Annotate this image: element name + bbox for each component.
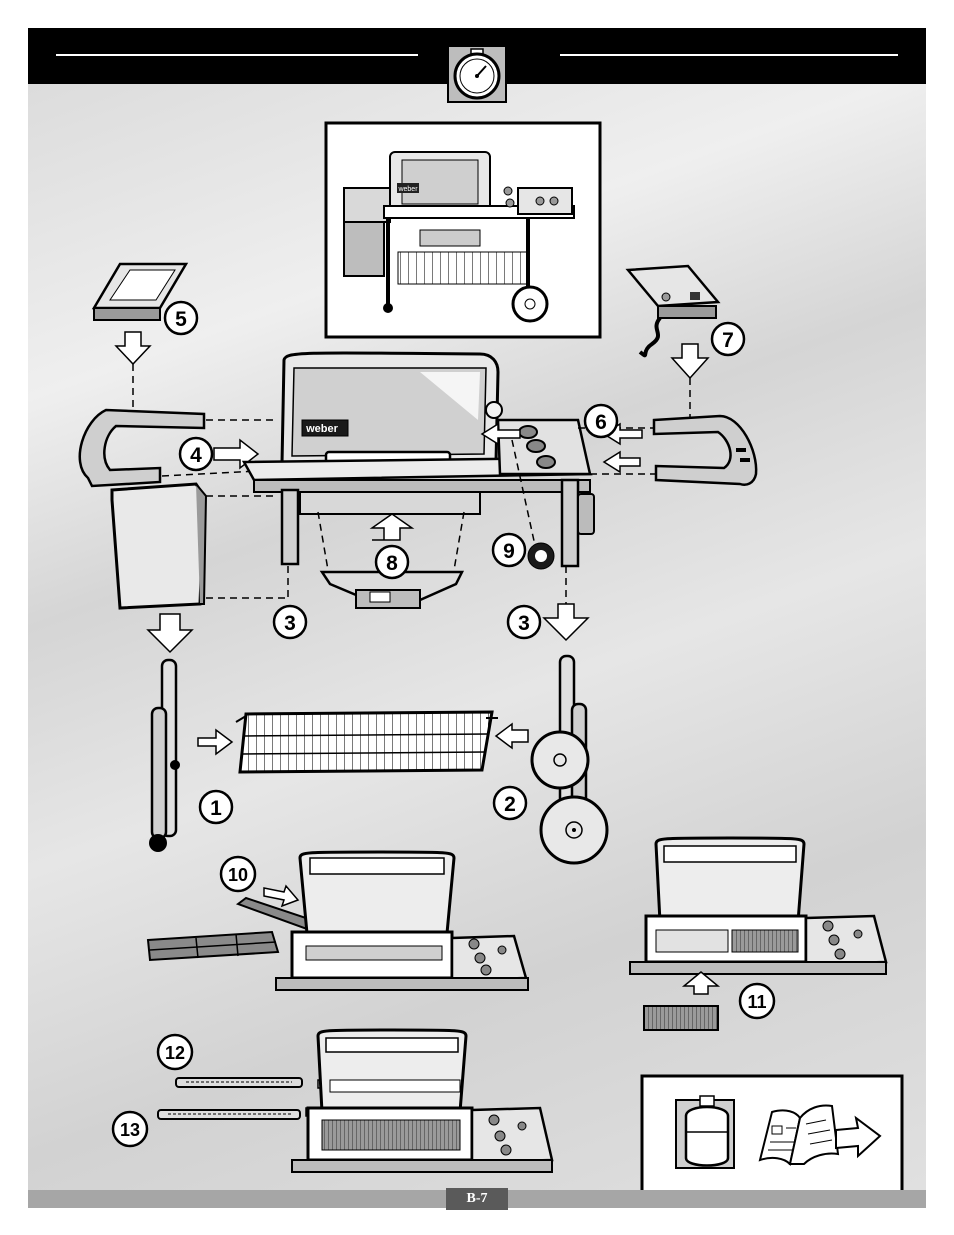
inset-logo: weber: [397, 186, 418, 193]
callout-label: 8: [386, 552, 398, 575]
callout-label: 2: [504, 793, 516, 816]
assembled-grill-inset: weber: [326, 123, 600, 337]
arrow-8-up: [372, 514, 412, 540]
callout-3-right: 3: [508, 606, 540, 638]
notice-box: [642, 1076, 902, 1192]
propane-tank-icon: [676, 1096, 734, 1168]
left-storage-bin: [112, 484, 206, 608]
cooking-grate-13: [158, 1110, 300, 1119]
callout-label: 12: [165, 1043, 185, 1063]
arrow-bin-down: [148, 614, 192, 652]
callout-label: 10: [228, 865, 248, 885]
callout-label: 5: [175, 308, 187, 331]
callout-label: 4: [190, 444, 202, 467]
right-frame-handle: [654, 416, 756, 485]
grill-step12-13: [292, 1030, 552, 1172]
callout-label: 3: [284, 612, 296, 635]
callout-label: 11: [747, 992, 766, 1012]
callout-1: 1: [200, 791, 232, 823]
arrow-7-left: [604, 452, 640, 472]
callout-2: 2: [494, 787, 526, 819]
callout-3-left: 3: [274, 606, 306, 638]
callout-5: 5: [165, 302, 197, 334]
callout-7: 7: [712, 323, 744, 355]
callout-label: 13: [120, 1120, 140, 1140]
callout-8: 8: [376, 546, 408, 578]
callout-label: 9: [503, 540, 515, 563]
callout-10: 10: [221, 857, 255, 891]
arrow-1-right: [198, 730, 232, 754]
callout-13: 13: [113, 1112, 147, 1146]
callout-label: 1: [210, 797, 222, 820]
arrow-7-down: [672, 344, 708, 378]
right-side-control-panel: [628, 266, 718, 355]
callout-4: 4: [180, 438, 212, 470]
grill-step11: [630, 838, 886, 974]
page-number: B-7: [446, 1188, 508, 1210]
callout-label: 7: [722, 329, 734, 352]
callout-12: 12: [158, 1035, 192, 1069]
callout-6: 6: [585, 405, 617, 437]
callout-label: 6: [595, 411, 607, 434]
igniter-knob: [528, 543, 554, 569]
right-leg-wheel-assembly: [532, 656, 607, 863]
stopwatch-icon: [448, 46, 506, 102]
bottom-shelf-grate: [236, 712, 498, 772]
arrow-3-right-down: [544, 604, 588, 640]
warming-rack-part: [644, 1006, 718, 1030]
lid-logo: weber: [305, 423, 339, 435]
callout-9: 9: [493, 534, 525, 566]
callout-label: 3: [518, 612, 530, 635]
arrow-2-left: [496, 724, 528, 748]
arrow-10: [264, 886, 298, 906]
left-leg-assembly: [149, 660, 180, 852]
callout-11: 11: [740, 984, 774, 1018]
cooking-grate-12: [176, 1078, 302, 1087]
arrow-11-up: [684, 972, 718, 994]
grill-step10: [276, 852, 528, 990]
arrow-5-down: [116, 332, 150, 364]
